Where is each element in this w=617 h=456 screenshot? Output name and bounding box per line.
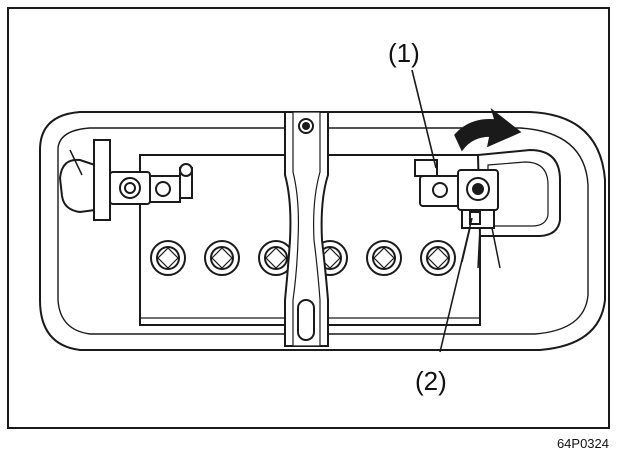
battery-housing	[39, 111, 606, 351]
hold-down-bracket	[284, 111, 329, 347]
callout-1: (1)	[388, 38, 420, 68]
leader-line-1	[411, 69, 437, 169]
callout-2: (2)	[415, 366, 447, 396]
negative-terminal	[58, 139, 193, 221]
figure-border	[7, 7, 610, 429]
leader-lines	[411, 69, 473, 353]
cell-cap	[258, 240, 294, 276]
cell-cap	[204, 240, 240, 276]
cell-cap	[150, 240, 186, 276]
leader-line-2	[439, 217, 473, 353]
cell-cap	[420, 240, 456, 276]
figure-code: 64P0324	[557, 436, 609, 451]
removal-arrow	[454, 107, 522, 152]
cell-cap	[366, 240, 402, 276]
